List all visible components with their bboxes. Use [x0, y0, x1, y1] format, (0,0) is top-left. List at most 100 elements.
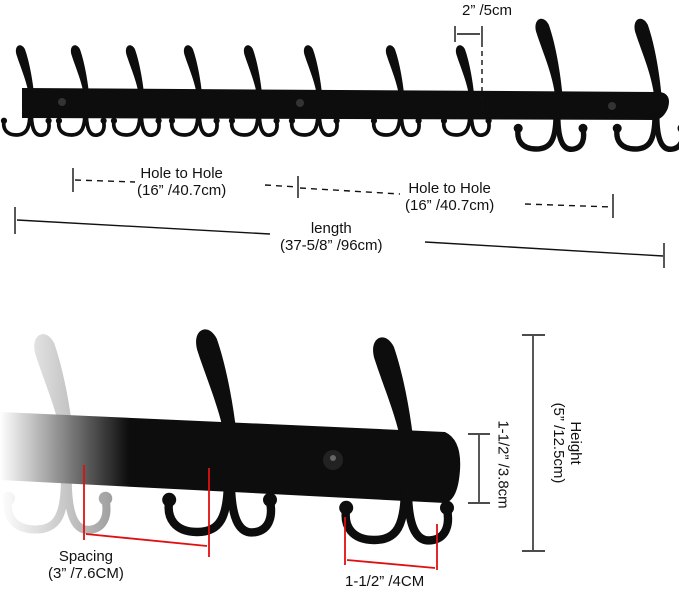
hook-ball	[544, 94, 568, 118]
hook-tip-left	[612, 123, 622, 133]
length-value: (37-5/8” /96cm)	[280, 237, 383, 254]
height-value: (5” /12.5cm)	[550, 402, 567, 484]
hook-lower-left	[169, 109, 200, 137]
hook-width-label: 1-1/2” /4CM	[345, 573, 425, 590]
rail-height-label: 1-1/2” /3.8cm	[494, 420, 512, 509]
coat-hook	[612, 18, 679, 152]
hook-tip-right	[45, 117, 52, 124]
hook-tip-right	[273, 117, 280, 124]
hook-lower-left	[1, 109, 32, 137]
hook-tip-left	[440, 117, 448, 124]
length-label: length (37-5/8” /96cm)	[280, 220, 383, 254]
hook-tip-left	[110, 117, 118, 124]
hook-upper-arm	[634, 18, 663, 105]
hole-to-hole-right-label: Hole to Hole (16” /40.7cm)	[405, 180, 494, 214]
hole-dash-left-b	[264, 184, 299, 188]
hook-tip-right	[155, 117, 162, 124]
hook-lower-right	[399, 109, 421, 138]
hook-upper-arm	[385, 45, 405, 104]
fade-overlay	[0, 300, 460, 540]
red-measure-lines	[83, 465, 438, 570]
hook-ball	[21, 97, 39, 114]
hook-lower-left	[111, 109, 142, 137]
hook-lower-left	[515, 112, 559, 152]
hole-dash-right-b	[524, 203, 613, 208]
hook-tip-left	[228, 117, 236, 124]
spacing-title: Spacing	[58, 548, 114, 565]
hook-tip-right	[213, 117, 220, 124]
spacing-red-arrow	[85, 533, 208, 547]
coat-hook	[370, 45, 422, 138]
spacing-value: (3” /7.6CM)	[48, 565, 124, 582]
hook-upper-arm	[183, 45, 203, 104]
hook-upper-arm	[125, 45, 145, 104]
height-label: Height (5” /12.5cm)	[550, 373, 584, 513]
hook-tip-right	[578, 123, 588, 133]
dimension-lines	[14, 26, 665, 552]
hole-to-hole-right-title: Hole to Hole	[408, 180, 491, 197]
hook-tip-left	[168, 117, 176, 124]
hook-tip-left	[0, 117, 8, 124]
hole-to-hole-left-title: Hole to Hole	[140, 165, 223, 182]
hook-ball	[643, 94, 667, 118]
hole-to-hole-left-value: (16” /40.7cm)	[137, 182, 227, 199]
coat-hook	[110, 45, 162, 138]
coat-hook	[288, 45, 340, 138]
hook-lower-right	[29, 109, 51, 138]
coat-hook	[55, 45, 107, 138]
hole-to-hole-left-label: Hole to Hole (16” /40.7cm)	[137, 165, 226, 199]
hook-lower-left	[289, 109, 320, 137]
mounting-hole	[58, 98, 66, 106]
hook-ball	[189, 97, 207, 114]
hook-lower-right	[197, 109, 219, 138]
hook-upper-arm	[243, 45, 263, 104]
hook-lower-right	[555, 112, 587, 152]
hook-lower-right	[317, 109, 339, 138]
hook-ball	[249, 97, 267, 114]
mounting-hole	[608, 102, 616, 110]
hook-tip-left	[370, 117, 378, 124]
top-rail	[22, 88, 669, 120]
hook-tip-left	[55, 117, 63, 124]
hook-lower-right	[139, 109, 161, 138]
hook-upper-arm	[15, 45, 35, 104]
length-title: length	[310, 220, 352, 237]
mounting-hole	[296, 99, 304, 107]
coat-hook	[440, 45, 492, 138]
hole-dash-right-a	[299, 187, 401, 195]
hook-lower-right	[654, 112, 679, 152]
coat-hook	[168, 45, 220, 138]
hole-dash-left-a	[74, 179, 136, 183]
hook-ball	[391, 97, 409, 114]
top-rack	[0, 18, 679, 152]
length-line-right	[424, 241, 664, 257]
hook-tip-right	[333, 117, 340, 124]
hook-ball	[309, 97, 327, 114]
length-line-left	[16, 219, 271, 235]
hook-tip-left	[513, 123, 523, 133]
hook-upper-arm	[535, 18, 564, 105]
hook-lower-left	[229, 109, 260, 137]
hook-lower-left	[371, 109, 402, 137]
coat-hook	[228, 45, 280, 138]
hook-lower-left	[441, 109, 472, 137]
hook-lower-left	[56, 109, 87, 137]
hook-lower-right	[469, 109, 491, 138]
hook-upper-arm	[455, 45, 475, 104]
hook-lower-left	[614, 112, 658, 152]
spacing-label: Spacing (3” /7.6CM)	[48, 548, 124, 582]
height-title: Height	[567, 421, 584, 465]
hook-ball	[461, 97, 479, 114]
hole-to-hole-right-value: (16” /40.7cm)	[405, 197, 495, 214]
hook-spacing-label: 2” /5cm	[462, 2, 513, 19]
coat-hook	[513, 18, 588, 152]
hook-ball	[131, 97, 149, 114]
hook-tip-left	[288, 117, 296, 124]
hook-tip-right	[415, 117, 422, 124]
hook-lower-right	[257, 109, 279, 138]
width-red-arrow	[346, 559, 436, 569]
hook-tip-right	[100, 117, 107, 124]
hook-lower-right	[84, 109, 106, 138]
